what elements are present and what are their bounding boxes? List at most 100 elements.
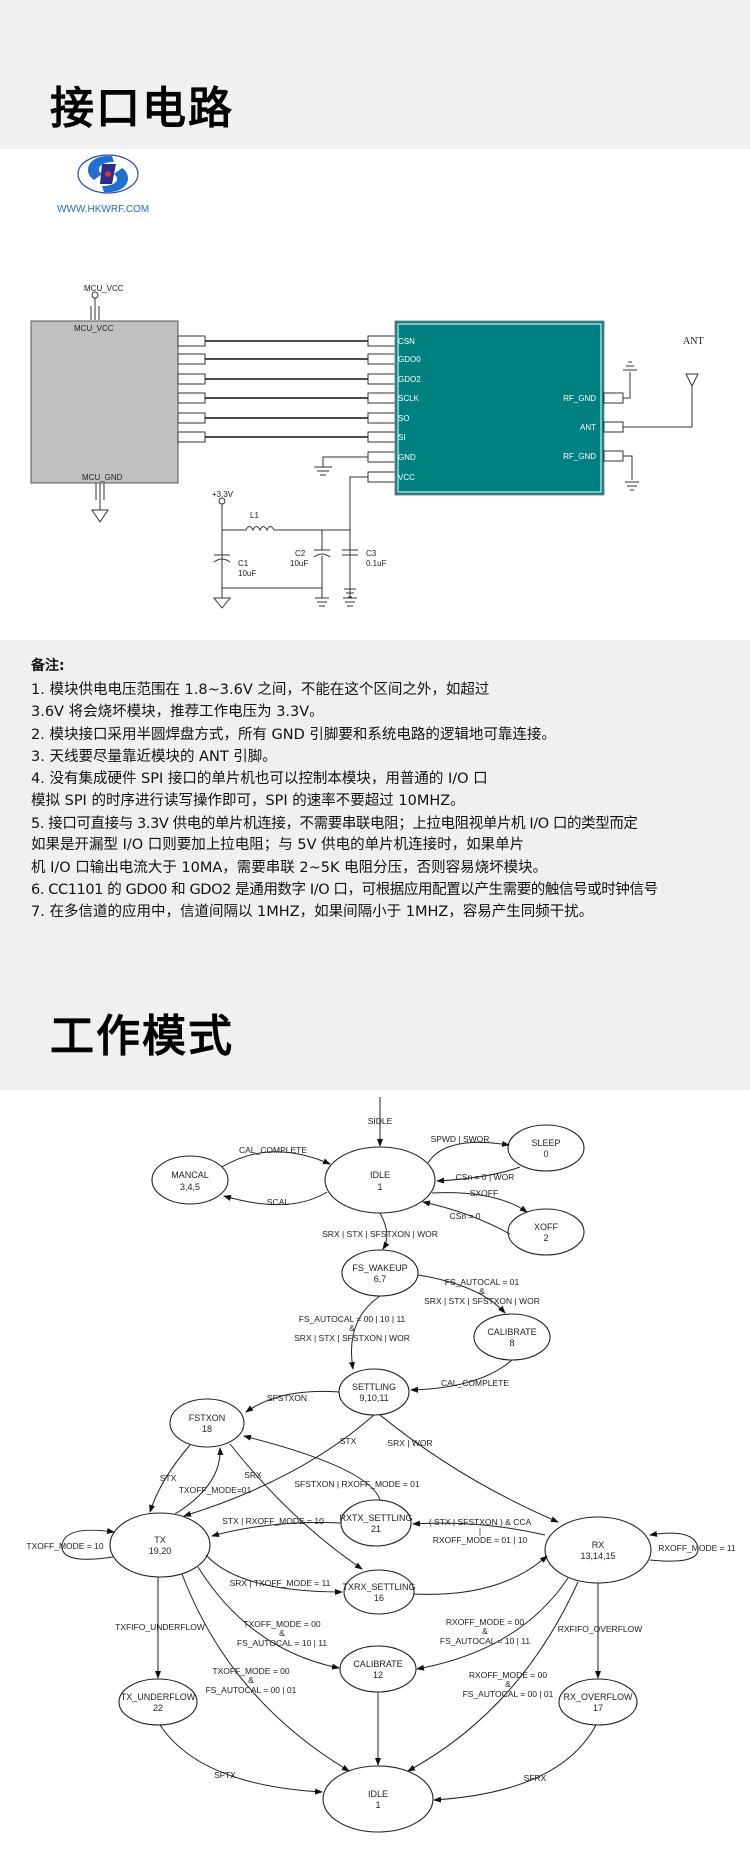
pin-si: SI	[398, 433, 406, 442]
transition-label: ( STX | SFSTXON ) & CCA	[429, 1517, 532, 1527]
state-number: 0	[543, 1149, 548, 1159]
transition-label: SCAL	[267, 1197, 289, 1207]
note-line: 模拟 SPI 的时序进行读写操作即可，SPI 的速率不要超过 10MHZ。	[31, 793, 465, 809]
state-label: RXTX_SETTLING	[339, 1513, 412, 1523]
pin-csn: CSN	[398, 337, 415, 346]
state-tx	[109, 1512, 211, 1578]
transition-label: TXOFF_MODE = 00	[243, 1619, 320, 1629]
state-txrx-settling	[343, 1569, 415, 1615]
note-line: 6. CC1101 的 GDO0 和 GDO2 是通用数字 I/O 口，可根据应…	[31, 882, 658, 898]
label-mcu-vcc-inner: MCU_VCC	[74, 324, 114, 333]
transition-label: SIDLE	[368, 1116, 393, 1126]
transition-label: SRX | STX | SFSTXON | WOR	[424, 1296, 540, 1306]
label-mcu-vcc: MCU_VCC	[84, 284, 124, 293]
state-rxtx-settling	[340, 1499, 412, 1547]
transition-label: SRX | STX | SFSTXON | WOR	[322, 1229, 438, 1239]
state-number: 19,20	[149, 1546, 172, 1556]
transition-label: STX | RXOFF_MODE = 10	[222, 1516, 324, 1526]
state-label: TXRX_SETTLING	[342, 1582, 415, 1592]
section2-title: 工作模式	[50, 1011, 234, 1062]
label-mcu-gnd: MCU_GND	[82, 473, 123, 482]
pin-sclk: SCLK	[398, 394, 420, 403]
state-calibrate-12	[339, 1645, 417, 1693]
transition-label: FS_AUTOCAL = 01	[445, 1277, 520, 1287]
label-c3: C3	[366, 549, 377, 558]
state-label: RX	[592, 1540, 605, 1550]
transition-label: &	[505, 1679, 511, 1689]
label-c1: C1	[238, 559, 249, 568]
transition-label: FS_AUTOCAL = 00 | 10 | 11	[299, 1314, 406, 1324]
notes-heading: 备注:	[31, 658, 65, 674]
state-number: 12	[373, 1670, 383, 1680]
transition-label: &	[279, 1628, 285, 1638]
state-number: 22	[153, 1703, 163, 1713]
note-line: 3. 天线要尽量靠近模块的 ANT 引脚。	[31, 749, 277, 765]
state-idle-bottom	[322, 1765, 434, 1833]
label-c1-value: 10uF	[238, 569, 256, 578]
transition-label: |	[479, 1526, 481, 1536]
label-l1: L1	[250, 511, 259, 520]
state-number: 16	[374, 1593, 384, 1603]
note-line: 2. 模块接口采用半圆焊盘方式，所有 GND 引脚要和系统电路的逻辑地可靠连接。	[31, 727, 556, 743]
note-line: 3.6V 将会烧坏模块，推荐工作电压为 3.3V。	[31, 704, 324, 720]
note-line: 1. 模块供电电压范围在 1.8~3.6V 之间，不能在这个区间之外，如超过	[31, 682, 490, 698]
state-idle-top	[324, 1146, 436, 1214]
state-number: 17	[593, 1703, 603, 1713]
label-ant: ANT	[683, 336, 704, 347]
note-line: 4. 没有集成硬件 SPI 接口的单片机也可以控制本模块，用普通的 I/O 口	[31, 771, 488, 787]
state-sleep	[507, 1124, 585, 1172]
state-settling	[338, 1368, 410, 1416]
state-number: 8	[509, 1338, 514, 1348]
note-line: 如果是开漏型 I/O 口则要加上拉电阻；与 5V 供电的单片机连接时，如果单片	[31, 837, 525, 853]
transition-label: SFRX	[524, 1773, 547, 1783]
transition-label: SPWD | SWOR	[431, 1134, 490, 1144]
state-rx-overflow	[558, 1678, 638, 1726]
pin-gdo2: GDO2	[398, 375, 421, 384]
state-mancal	[151, 1155, 229, 1205]
transition-label: TXOFF_MODE=01	[179, 1485, 252, 1495]
transition-label: RXOFF_MODE = 00	[446, 1617, 524, 1627]
transition-label: RXOFF_MODE = 11	[658, 1543, 736, 1553]
interface-circuit-diagram: CSN GDO0 GDO2 SCLK SO SI GND VCC RF_GND …	[30, 284, 704, 609]
transition-label: RXOFF_MODE = 00	[469, 1670, 547, 1680]
section1-header	[0, 0, 750, 149]
logo-icon	[77, 154, 139, 194]
state-number: 9,10,11	[359, 1393, 388, 1403]
state-label: RX_OVERFLOW	[563, 1692, 633, 1702]
state-number: 3,4,5	[180, 1182, 200, 1192]
note-line: 机 I/O 口输出电流大于 10MA，需要串联 2~5K 电阻分压，否则容易烧坏…	[31, 860, 548, 876]
transition-label: TXFIFO_UNDERFLOW	[115, 1622, 205, 1632]
state-label: SETTLING	[352, 1382, 396, 1392]
state-label: SLEEP	[531, 1138, 560, 1148]
label-supply: +3.3V	[212, 490, 234, 499]
state-label: FS_WAKEUP	[352, 1263, 407, 1273]
section1-title: 接口电路	[50, 83, 234, 134]
transition-label: SXOFF	[470, 1188, 498, 1198]
transition-label: SFSTXON | RXOFF_MODE = 01	[294, 1479, 420, 1489]
state-number: 13,14,15	[580, 1551, 615, 1561]
state-fs-wakeup	[341, 1249, 419, 1297]
state-label: CALIBRATE	[487, 1327, 536, 1337]
pin-rf-gnd-2: RF_GND	[563, 452, 596, 461]
transition-label: SFSTXON	[267, 1393, 307, 1403]
state-rx	[544, 1516, 652, 1584]
transition-label: RXOFF_MODE = 01 | 10	[433, 1535, 528, 1545]
logo-text: WWW.HKWRF.COM	[57, 204, 150, 215]
transition-label: &	[482, 1626, 488, 1636]
label-c2: C2	[295, 549, 306, 558]
transition-label: STX	[160, 1473, 177, 1483]
notes-section	[0, 640, 750, 1090]
transition-label: TXOFF_MODE = 10	[26, 1541, 103, 1551]
state-calibrate-8	[473, 1313, 551, 1361]
pin-ant: ANT	[580, 423, 596, 432]
transition-label: CSn = 0	[450, 1211, 481, 1221]
state-label: IDLE	[368, 1789, 388, 1799]
transition-label: FS_AUTOCAL = 10 | 11	[440, 1636, 530, 1646]
transition-label: CSn = 0 | WOR	[456, 1172, 515, 1182]
state-number: 2	[543, 1233, 548, 1243]
transition-label: FS_AUTOCAL = 00 | 01	[463, 1689, 554, 1699]
transition-label: CAL_COMPLETE	[441, 1378, 509, 1388]
state-tx-underflow	[118, 1678, 198, 1726]
state-label: MANCAL	[171, 1170, 209, 1180]
